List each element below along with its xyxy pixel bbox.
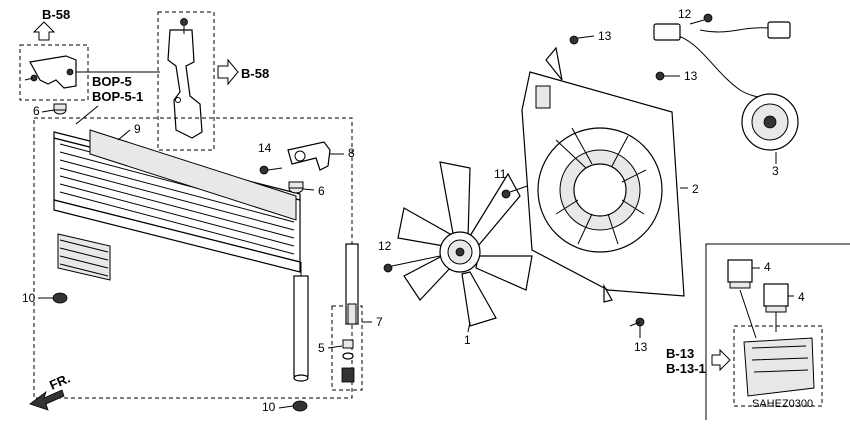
callout-10-left: 10	[22, 291, 36, 305]
callout-6-right: 6	[318, 184, 325, 198]
nut-12-fan	[383, 255, 441, 273]
callout-8: 8	[348, 146, 355, 160]
arrow-up-icon	[32, 21, 56, 41]
bolt-13-top	[569, 35, 595, 45]
bop-leader	[75, 105, 99, 125]
ref-b13: B-13	[666, 346, 694, 361]
rubber-mount-6-right	[288, 181, 304, 194]
callout-9: 9	[134, 122, 141, 136]
callout-6-left: 6	[33, 104, 40, 118]
rubber-mount-10-left	[52, 292, 68, 304]
callout-14: 14	[258, 141, 272, 155]
bolt-13-bottom	[629, 317, 645, 338]
ref-bop5: BOP-5	[92, 74, 132, 89]
callout-1: 1	[464, 333, 471, 347]
callout-12-fan: 12	[378, 239, 392, 253]
bracket-8	[287, 141, 331, 171]
upper-bracket-group	[157, 11, 215, 151]
ref-b58-top: B-58	[42, 7, 70, 22]
cooling-fan	[397, 161, 533, 327]
callout-13-bottom: 13	[634, 340, 648, 354]
relay-panel	[705, 243, 850, 420]
plug-5	[341, 367, 355, 383]
fan-motor	[653, 21, 799, 151]
ref-bop51: BOP-5-1	[92, 89, 143, 104]
callout-4-top: 4	[764, 260, 771, 274]
ref-b131: B-13-1	[666, 361, 706, 376]
callout-5: 5	[318, 341, 325, 355]
oring-5	[342, 339, 354, 360]
callout-7: 7	[376, 315, 383, 329]
fan-shroud	[521, 46, 685, 303]
rubber-mount-6-left	[53, 103, 67, 115]
bolt-13-mid	[655, 71, 680, 81]
callout-4-bottom: 4	[798, 290, 805, 304]
arrow-right-icon	[217, 58, 239, 86]
bolt-14	[259, 165, 283, 175]
receiver-dryer-7	[331, 243, 363, 391]
front-arrow-icon	[29, 389, 65, 411]
ref-b58-right: B-58	[241, 66, 269, 81]
diagram-code: SAHEZ0300	[752, 398, 813, 410]
callout-10-bottom: 10	[262, 400, 276, 414]
rubber-mount-10-bottom	[292, 400, 308, 412]
callout-3: 3	[772, 164, 779, 178]
callout-11: 11	[494, 167, 507, 181]
front-label: FR.	[47, 371, 72, 393]
callout-13-mid: 13	[684, 69, 698, 83]
arrow-left-icon	[711, 348, 731, 372]
callout-2: 2	[692, 182, 699, 196]
callout-13-top: 13	[598, 29, 612, 43]
bracket-group-left	[19, 44, 160, 101]
callout-12-motor: 12	[678, 7, 692, 21]
bolt-12-motor	[689, 13, 713, 25]
condenser	[33, 117, 353, 399]
